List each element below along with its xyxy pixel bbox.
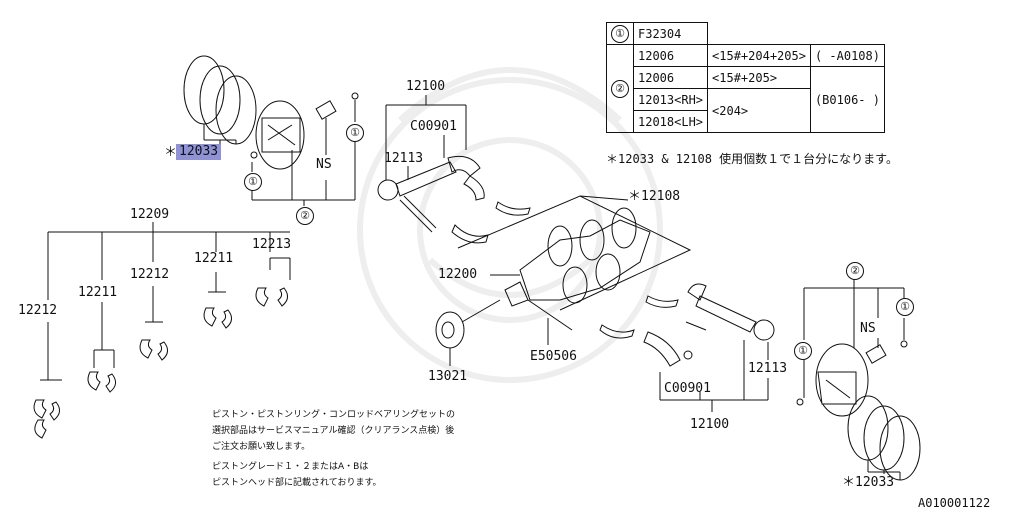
watermark-emblem (357, 67, 663, 383)
table-cell: ① (606, 22, 634, 45)
table-cell[interactable]: 12018<LH> (632, 110, 709, 133)
callout-1: ① (244, 173, 262, 191)
bearing-cap-lower (643, 331, 681, 367)
note-line: ピストンヘッド部に記載されております。 (212, 478, 382, 488)
table-cell: <204> (707, 88, 811, 133)
part-label-12200[interactable]: 12200 (438, 267, 478, 282)
bearing-set-12213 (255, 287, 288, 307)
bearing-set-12212-mid (139, 321, 168, 361)
note-line: ピストングレード１・２またはA・Bは (212, 462, 369, 472)
table-cell: ( -A0108) (809, 44, 885, 67)
label-ns: NS (316, 157, 332, 172)
callout-2: ② (846, 262, 864, 280)
part-label-12211[interactable]: 12211 (78, 285, 118, 300)
part-label-12100[interactable]: 12100 (690, 417, 730, 432)
note-line: ご注文お願い致します。 (212, 442, 311, 452)
bearing-shell-upper-2 (495, 201, 531, 216)
part-label-12212[interactable]: 12212 (18, 303, 58, 318)
piston-pin-right (865, 344, 887, 364)
piston-rings-right (847, 395, 921, 481)
part-label-e50506[interactable]: E50506 (530, 349, 577, 364)
bearing-set-12212-left (33, 399, 60, 439)
table-cell: <15#+204+205> (707, 44, 811, 67)
piston-pin-left (315, 100, 337, 120)
callout-1: ① (896, 298, 914, 316)
note-line: 選択部品はサービスマニュアル確認（クリアランス点検）後 (212, 426, 455, 436)
part-label-12033[interactable]: ＊12033 (842, 475, 895, 490)
part-label-13021[interactable]: 13021 (428, 369, 468, 384)
callout-2: ② (296, 207, 314, 225)
callout-1: ① (794, 342, 812, 360)
spec-table: ① F32304 ② 12006 <15#+204+205> ( -A0108)… (606, 22, 885, 133)
table-cell[interactable]: 12006 (632, 66, 709, 89)
diagram-code: A010001122 (918, 496, 991, 510)
quantity-footnote: ＊12033 & 12108 使用個数１で１台分になります。 (606, 152, 898, 166)
clip-left (250, 151, 258, 159)
table-cell[interactable]: 12006 (632, 44, 709, 67)
part-label-12212[interactable]: 12212 (130, 267, 170, 282)
connecting-rod-lower (687, 283, 775, 341)
part-label-12108[interactable]: ＊12108 (628, 189, 681, 204)
connecting-rod-upper (377, 155, 485, 201)
bearing-shell-upper-1 (451, 224, 489, 244)
table-row: 12018<LH> (607, 110, 885, 133)
part-label-12113[interactable]: 12113 (748, 361, 788, 376)
table-row: ② 12006 <15#+204+205> ( -A0108) (606, 44, 885, 133)
part-label-c00901[interactable]: C00901 (664, 381, 711, 396)
note-line: ピストン・ピストンリング・コンロッドベアリングセットの (212, 410, 456, 420)
table-cell[interactable]: 12013<RH> (632, 88, 709, 111)
table-cell: (B0106- ) (809, 66, 885, 133)
table-cell: <15#+205> (707, 66, 811, 89)
piston-left (255, 100, 305, 170)
part-label-12033-highlighted[interactable]: 12033 (176, 144, 222, 160)
part-label-12100[interactable]: 12100 (406, 79, 446, 94)
table-cell[interactable]: F32304 (632, 22, 709, 45)
table-row: ① F32304 (606, 22, 885, 45)
part-label-12113[interactable]: 12113 (384, 151, 424, 166)
piston-rings-left (183, 55, 257, 145)
clip-left-2 (351, 92, 359, 100)
table-row: 12006 <15#+205> (B0106- ) (607, 66, 885, 133)
table-cell: ② (606, 44, 634, 133)
part-label-12209[interactable]: 12209 (130, 207, 170, 222)
part-label-c00901[interactable]: C00901 (410, 119, 457, 134)
bearing-set-12211-mid (203, 291, 232, 329)
bearing-set-12211-left (87, 349, 116, 393)
piston-right (815, 343, 869, 417)
label-ns: NS (860, 321, 876, 336)
part-label-12213[interactable]: 12213 (252, 237, 292, 252)
callout-1: ① (346, 124, 364, 142)
star-mark: ＊ (164, 145, 178, 160)
part-label-12211[interactable]: 12211 (194, 251, 234, 266)
